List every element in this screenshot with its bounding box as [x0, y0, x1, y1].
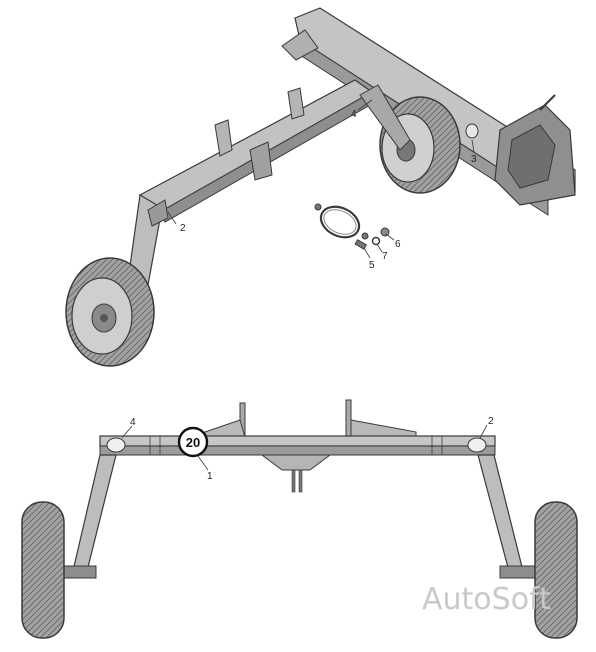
clamp-hardware [314, 203, 390, 250]
right-hub [499, 565, 537, 579]
left-leg [71, 454, 117, 576]
marker-lamp-left [106, 437, 126, 453]
marker-lamp-right [467, 437, 487, 453]
left-wheel [21, 501, 65, 639]
center-hanger [260, 454, 332, 493]
bolt [354, 239, 368, 250]
right-wheel [534, 501, 578, 639]
top-callouts: 2 3 4 5 6 7 [167, 99, 477, 271]
right-leg [477, 454, 525, 576]
figure-badge: 20 [177, 426, 209, 458]
marker-lamp [465, 123, 479, 139]
svg-text:20: 20 [186, 435, 200, 450]
callout-3: 3 [471, 154, 477, 165]
washer [371, 236, 381, 246]
watermark: AutoSoft [422, 582, 551, 617]
nut [380, 227, 390, 237]
callout-5: 5 [369, 260, 375, 271]
wheel-arm [127, 79, 374, 286]
front-callouts: 1 2 4 [121, 416, 494, 482]
callout-2-front: 2 [488, 416, 494, 427]
front-wheel [65, 257, 155, 367]
callout-4-top: 4 [351, 109, 357, 120]
left-hub [59, 565, 97, 579]
isometric-view: 2 3 4 5 6 7 [65, 7, 576, 367]
callout-4-front: 4 [130, 417, 136, 428]
callout-1: 1 [207, 471, 213, 482]
rear-wheel [359, 84, 461, 194]
callout-7: 7 [382, 251, 388, 262]
upright-post-right [345, 399, 352, 438]
callout-2-top: 2 [180, 223, 186, 234]
crossbeam [99, 435, 496, 456]
callout-6: 6 [395, 239, 401, 250]
front-view: 20 1 2 4 [21, 399, 578, 639]
